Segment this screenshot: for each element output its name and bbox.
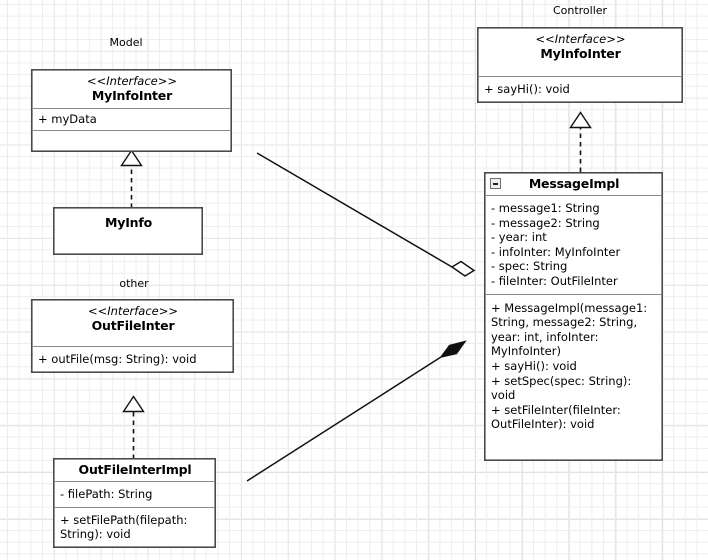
class-attributes: - filePath: String	[54, 481, 215, 507]
package-label-controller: Controller	[552, 4, 608, 17]
class-attributes: + myData	[32, 108, 231, 130]
class-box-outfileinter[interactable]: <<Interface>> OutFileInter + outFile(msg…	[31, 299, 234, 373]
class-stereotype: <<Interface>>	[86, 74, 178, 88]
class-attributes: - message1: String - message2: String - …	[485, 195, 662, 294]
class-name: MessageImpl	[528, 176, 620, 191]
attribute-row: - filePath: String	[60, 487, 153, 501]
empty-operations	[38, 134, 226, 148]
attribute-row: - infoInter: MyInfoInter	[491, 244, 621, 259]
hollow-triangle-icon	[122, 395, 145, 413]
class-name: OutFileInterImpl	[78, 462, 192, 477]
class-header: <<Interface>> MyInfoInter	[478, 28, 682, 76]
class-header: <<Interface>> OutFileInter	[32, 300, 233, 346]
operation-row: + sayHi(): void	[484, 82, 570, 96]
class-header: MyInfo	[54, 208, 202, 238]
class-stereotype: <<Interface>>	[87, 304, 179, 318]
operation-row: + sayHi(): void	[491, 358, 577, 373]
class-header: MessageImpl	[485, 173, 662, 195]
class-body	[54, 238, 202, 254]
operation-row: + setSpec(spec: String): void	[491, 373, 635, 403]
class-box-myinfo[interactable]: MyInfo	[53, 207, 203, 255]
class-operations	[32, 129, 231, 151]
class-header: <<Interface>> MyInfoInter	[32, 70, 231, 108]
class-name: MyInfo	[105, 215, 152, 230]
relationship-realization-myinfo	[120, 149, 143, 208]
class-operations: + MessageImpl(message1: String, message2…	[485, 293, 662, 460]
class-operations: + outFile(msg: String): void	[32, 346, 233, 372]
relationship-realization-messageimpl	[569, 111, 592, 172]
relationship-composition-fileinter	[246, 340, 467, 482]
relationship-realization-outfileinterimpl	[122, 395, 145, 459]
attribute-row: - message1: String	[491, 201, 600, 215]
attribute-row: - spec: String	[491, 259, 568, 274]
package-label-other: other	[119, 277, 149, 290]
hollow-triangle-icon	[120, 149, 143, 167]
class-box-outfileinterimpl[interactable]: OutFileInterImpl - filePath: String + se…	[53, 458, 216, 548]
attribute-row: - fileInter: OutFileInter	[491, 273, 618, 288]
class-box-messageimpl[interactable]: MessageImpl - message1: String - message…	[484, 172, 663, 461]
operation-row: + outFile(msg: String): void	[38, 352, 197, 366]
package-label-model: Model	[109, 36, 143, 49]
class-name: MyInfoInter	[91, 88, 173, 103]
class-name: OutFileInter	[91, 318, 175, 333]
class-operations: + setFilePath(filepath: String): void	[54, 506, 215, 547]
minus-box-icon[interactable]	[490, 178, 501, 189]
hollow-diamond-icon	[450, 260, 476, 277]
hollow-triangle-icon	[569, 111, 592, 129]
filled-diamond-icon	[439, 340, 467, 359]
class-box-model-myinfointer[interactable]: <<Interface>> MyInfoInter + myData	[31, 69, 232, 152]
class-name: MyInfoInter	[540, 46, 621, 61]
operation-row: + MessageImpl(message1: String, message2…	[491, 300, 651, 359]
attribute-row: - year: int	[491, 230, 547, 245]
attribute-row: - message2: String	[491, 215, 600, 230]
class-stereotype: <<Interface>>	[535, 32, 626, 46]
class-box-controller-myinfointer[interactable]: <<Interface>> MyInfoInter + sayHi(): voi…	[477, 27, 683, 103]
class-operations: + sayHi(): void	[478, 76, 682, 102]
operation-row: + setFileInter(fileInter: OutFileInter):…	[491, 402, 625, 432]
class-header: OutFileInterImpl	[54, 459, 215, 481]
operation-row: + setFilePath(filepath: String): void	[60, 512, 192, 542]
relationship-aggregation-infointer	[256, 152, 476, 277]
attribute-row: + myData	[38, 112, 97, 126]
